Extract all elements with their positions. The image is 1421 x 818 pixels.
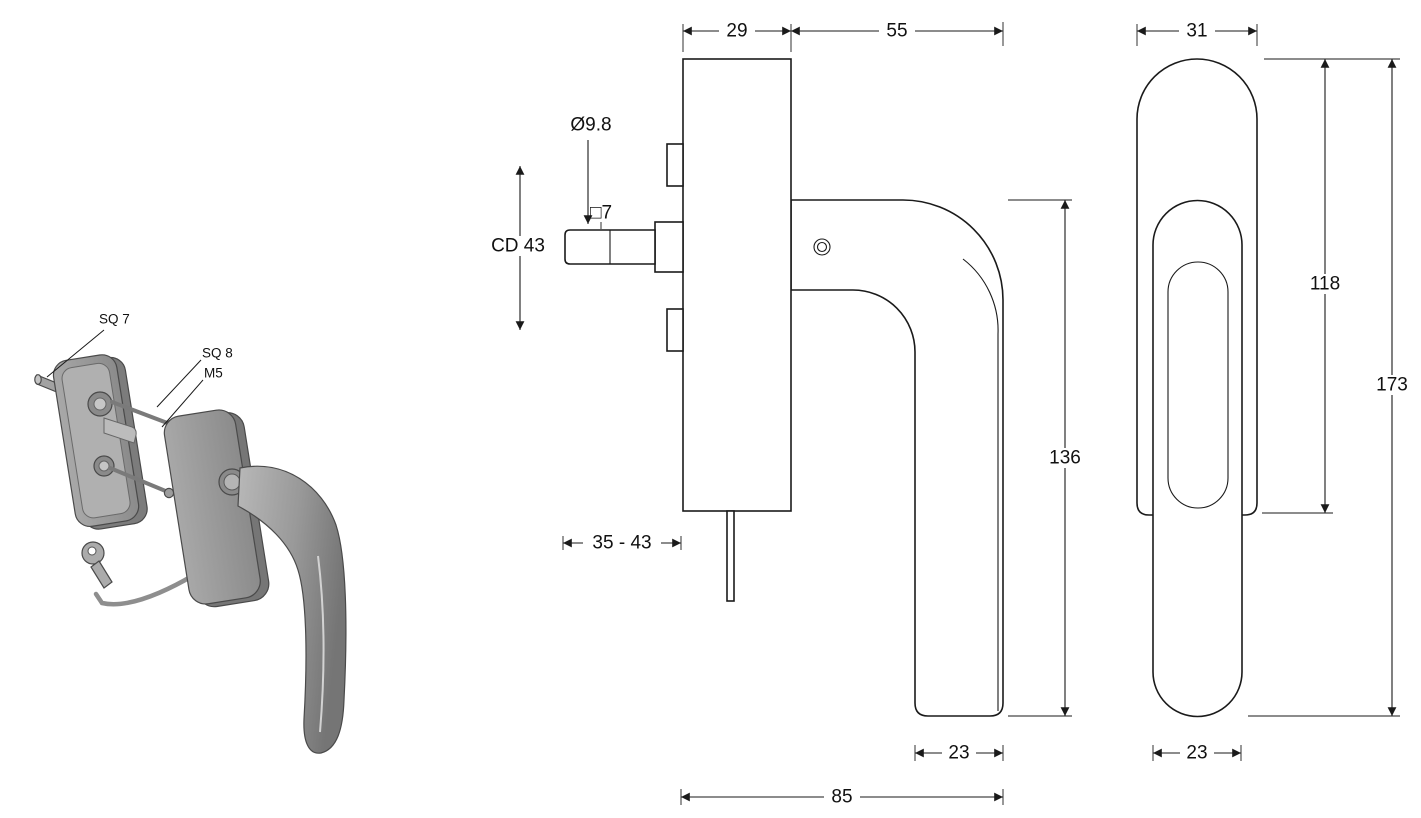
leader-sq8	[156, 359, 202, 408]
dim-85: 85	[831, 787, 852, 808]
dim-29: 29	[726, 21, 747, 42]
dim-173: 173	[1376, 375, 1408, 396]
side-plate	[682, 58, 792, 512]
iso-grip-highlight	[317, 555, 325, 733]
label-sq8: SQ 8	[202, 346, 233, 361]
dimbg-23f	[1180, 743, 1214, 763]
side-grub-screw-outer	[813, 238, 831, 256]
iso-key-hole	[87, 546, 97, 556]
dim-dia98: Ø9.8	[570, 115, 611, 136]
iso-rose-boss-inner	[223, 473, 241, 491]
iso-screw-upper	[110, 400, 172, 426]
dimbg-23s	[942, 743, 976, 763]
leader-m5	[161, 379, 204, 428]
front-grip-contour	[1167, 261, 1229, 509]
side-spindle-bushing	[654, 221, 684, 273]
front-view: 31 118 173 23	[1136, 21, 1412, 764]
dim-55: 55	[886, 21, 907, 42]
dimbg-31	[1179, 21, 1215, 41]
dim-range: 35 - 43	[592, 533, 651, 554]
side-grip-contour	[962, 258, 999, 711]
dimbg-cd43	[486, 236, 550, 256]
dimbg-85	[824, 787, 860, 807]
front-grip	[1152, 199, 1243, 718]
side-view: 29 55 Ø9.8 □7 CD 43 35 - 43 136 23	[486, 21, 1085, 808]
dimbg-29	[719, 21, 755, 41]
dim-31: 31	[1186, 21, 1207, 42]
iso-handle-base	[163, 409, 270, 608]
dimbg-173	[1372, 375, 1412, 395]
iso-view: SQ 7 SQ 8 M5	[34, 312, 347, 754]
iso-key	[81, 541, 113, 589]
iso-spindle-tip	[34, 374, 42, 385]
dim-23-side: 23	[948, 743, 969, 764]
side-grub-screw-inner	[816, 241, 828, 253]
dim-sq7: □7	[590, 203, 612, 224]
iso-boss-upper-hole	[93, 397, 107, 411]
label-m5: M5	[204, 366, 223, 381]
dim-136: 136	[1049, 448, 1081, 469]
dimbg-55	[879, 21, 915, 41]
iso-screw-lower-head	[163, 487, 175, 499]
side-clip-upper	[666, 143, 684, 187]
side-lower-rod	[726, 510, 735, 602]
dimbg-118	[1305, 274, 1345, 294]
leader-sq7	[46, 329, 105, 378]
iso-grip	[237, 465, 347, 754]
side-clip-lower	[666, 308, 684, 352]
iso-boss-lower-hole	[98, 460, 110, 472]
dim-23-front: 23	[1186, 743, 1207, 764]
dimbg-136	[1045, 448, 1085, 468]
iso-screw-lower	[108, 466, 170, 494]
iso-key-blade	[90, 560, 113, 589]
label-sq7: SQ 7	[99, 312, 130, 327]
dim-118: 118	[1310, 274, 1340, 295]
dim-cd43: CD 43	[491, 236, 545, 257]
dimbg-range	[583, 533, 661, 553]
side-handle-outline	[790, 199, 1004, 717]
iso-follower	[103, 417, 137, 444]
